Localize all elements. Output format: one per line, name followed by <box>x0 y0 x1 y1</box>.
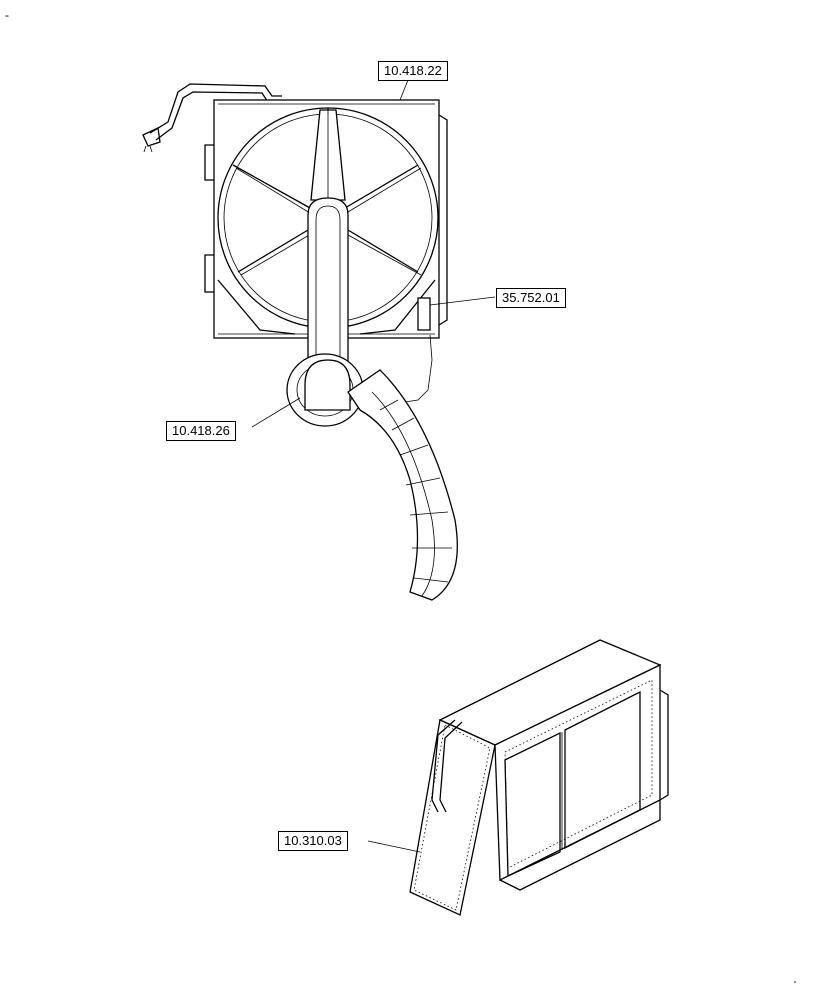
leader-fan-shroud <box>399 79 409 101</box>
fan-shroud-assembly <box>142 83 458 601</box>
radiator-assembly <box>409 639 669 916</box>
callout-fan-shroud[interactable]: 10.418.22 <box>378 61 448 81</box>
side-panel <box>409 719 496 916</box>
callout-harness[interactable]: 35.752.01 <box>496 288 566 308</box>
outlet-duct <box>347 369 458 601</box>
callout-radiator[interactable]: 10.310.03 <box>278 831 348 851</box>
leader-blower-duct <box>251 397 301 428</box>
corner-dash-mark: - <box>5 8 9 22</box>
callout-blower-duct[interactable]: 10.418.26 <box>166 421 236 441</box>
leader-radiator <box>367 840 421 853</box>
corner-dot <box>794 981 796 983</box>
leader-harness <box>429 296 496 306</box>
harness-connector <box>417 297 431 331</box>
